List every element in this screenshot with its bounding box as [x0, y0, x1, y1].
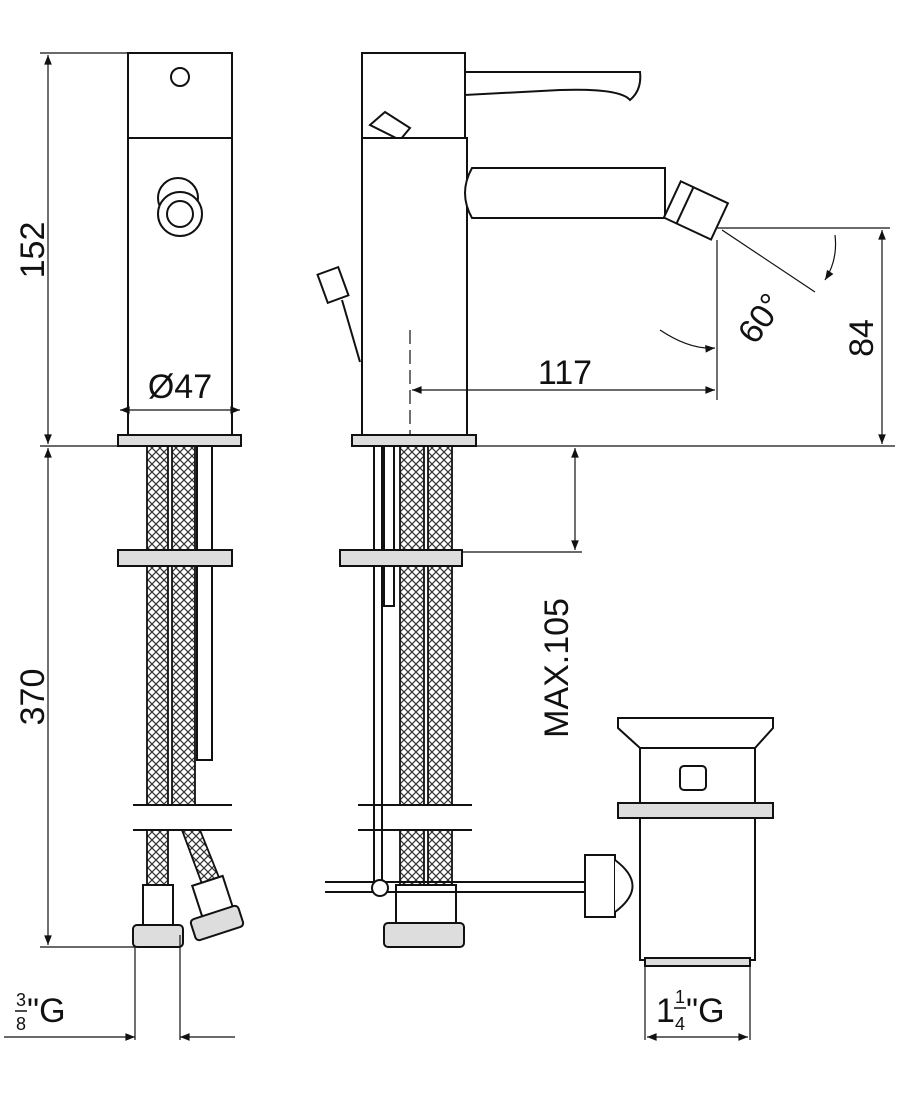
dim-84: 84 [843, 319, 881, 357]
lift-rod [196, 445, 213, 761]
svg-text:8: 8 [16, 1014, 26, 1034]
base-plate [117, 434, 242, 447]
svg-text:"G: "G [686, 992, 725, 1030]
dim-diameter: Ø47 [148, 368, 212, 406]
svg-text:1: 1 [675, 987, 685, 1007]
hose-left [146, 445, 169, 806]
dim-370: 370 [14, 669, 52, 726]
dim-waste-thread: 1 1 4 "G [656, 987, 725, 1034]
dim-117: 117 [538, 354, 592, 392]
lever-head [127, 52, 233, 139]
front-view [117, 52, 245, 948]
hose-fittings [383, 884, 465, 948]
lever-hole [170, 67, 190, 87]
knurled-nut [584, 854, 616, 918]
spout [464, 167, 666, 219]
front-dimensions: 152 370 Ø47 3 8 "G [4, 52, 240, 1041]
side-view [316, 52, 774, 967]
dim-max-105: MAX.105 [538, 598, 576, 738]
hose-left [399, 445, 425, 806]
fixing-plate [117, 549, 233, 567]
dim-hose-thread: 3 8 "G [15, 990, 66, 1034]
svg-text:1: 1 [656, 992, 675, 1030]
diverter-knob [157, 177, 203, 237]
body [361, 137, 468, 436]
svg-text:3: 3 [16, 990, 26, 1010]
svg-text:4: 4 [675, 1014, 685, 1034]
pop-up-knob [316, 265, 350, 305]
pop-up-waste [614, 717, 774, 967]
svg-text:"G: "G [27, 992, 66, 1030]
dim-60-degrees: 60° [731, 287, 792, 351]
dim-152: 152 [14, 222, 52, 279]
base-plate [351, 434, 477, 447]
bidet-spray-head [662, 179, 730, 241]
square-icon [679, 765, 707, 791]
fixing-plate [339, 549, 463, 567]
hose-right [171, 445, 196, 806]
lever [464, 71, 642, 102]
hose-right [427, 445, 453, 806]
hose-fittings [132, 874, 245, 948]
